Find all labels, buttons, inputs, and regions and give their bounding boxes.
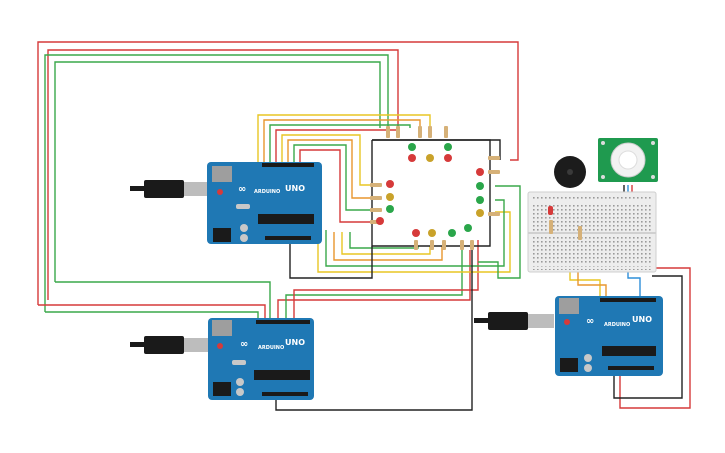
wire-red-bottom-3[interactable] xyxy=(277,250,471,322)
resistor[interactable] xyxy=(488,170,500,174)
usb-cable[interactable] xyxy=(130,336,210,354)
arduino-uno-board[interactable]: ∞ ARDUINO UNO xyxy=(555,296,663,376)
wire-black-power[interactable] xyxy=(613,275,683,399)
led-column-left xyxy=(370,180,394,225)
wire-green-outer-2[interactable] xyxy=(54,61,381,282)
usb-cable[interactable] xyxy=(130,180,208,198)
wire-orange-top-1[interactable] xyxy=(263,119,421,165)
resistor-top-row xyxy=(386,126,448,138)
resistor[interactable] xyxy=(396,126,400,138)
wire-red-power[interactable] xyxy=(619,267,691,409)
led-green[interactable] xyxy=(476,182,484,190)
wire-orange-lower-1[interactable] xyxy=(333,232,443,261)
piezo-buzzer-icon[interactable] xyxy=(554,156,586,188)
wire-yellow-lower-1[interactable] xyxy=(317,211,511,273)
led-row-bottom xyxy=(412,224,474,250)
wire-yellow-top-2[interactable] xyxy=(281,134,372,186)
resistor[interactable] xyxy=(370,208,382,212)
led-green[interactable] xyxy=(444,143,452,151)
led-green[interactable] xyxy=(464,224,472,232)
wire-red-bottom-loop[interactable] xyxy=(38,304,266,322)
resistor[interactable] xyxy=(370,196,382,200)
led-green[interactable] xyxy=(386,205,394,213)
resistor[interactable] xyxy=(430,240,434,250)
traffic-light-array xyxy=(370,126,500,250)
pir-motion-sensor-icon[interactable] xyxy=(598,138,658,182)
resistor[interactable] xyxy=(442,240,446,250)
arduino-model-label: UNO xyxy=(285,338,305,347)
led-yellow[interactable] xyxy=(386,193,394,201)
arduino-model-label: UNO xyxy=(285,184,305,193)
resistor[interactable] xyxy=(549,220,553,234)
led-green[interactable] xyxy=(476,196,484,204)
wire-red-top-1[interactable] xyxy=(275,129,400,165)
wire-green-bottom-2[interactable] xyxy=(55,281,271,322)
arduino-logo-symbol: ∞ xyxy=(240,339,248,350)
wire-green-right[interactable] xyxy=(478,185,521,279)
wire-black-bottom-ground[interactable] xyxy=(275,250,473,411)
led-green[interactable] xyxy=(448,229,456,237)
led-column-right xyxy=(476,156,500,217)
breadboard-icon[interactable] xyxy=(527,191,657,273)
wire-black-box-top[interactable] xyxy=(372,139,501,160)
led-red[interactable] xyxy=(548,206,553,215)
resistor[interactable] xyxy=(414,240,418,250)
wire-yellow-lower-2[interactable] xyxy=(341,232,431,255)
wire-red-bottom-5[interactable] xyxy=(293,240,479,322)
wire-red-outer[interactable] xyxy=(37,41,519,305)
led-row-top xyxy=(408,143,452,162)
arduino-brand-label: ARDUINO xyxy=(604,322,630,328)
wire-yellow-top-1[interactable] xyxy=(257,114,431,165)
led-red[interactable] xyxy=(408,154,416,162)
led-red[interactable] xyxy=(412,229,420,237)
arduino-brand-label: ARDUINO xyxy=(258,345,284,351)
resistor[interactable] xyxy=(370,183,382,187)
resistor[interactable] xyxy=(386,126,390,138)
resistor[interactable] xyxy=(418,126,422,138)
arduino-uno-board[interactable]: ∞ ARDUINO UNO xyxy=(208,318,314,400)
usb-cable[interactable] xyxy=(474,312,554,330)
wire-red-outer-2[interactable] xyxy=(47,49,399,300)
led-red[interactable] xyxy=(444,154,452,162)
wire-green-top-1[interactable] xyxy=(269,124,411,165)
resistor[interactable] xyxy=(578,226,582,240)
wire-green-outer[interactable] xyxy=(44,54,389,312)
wire-green-lower-1[interactable] xyxy=(325,199,505,267)
wire-orange-top-2[interactable] xyxy=(287,139,372,199)
resistor[interactable] xyxy=(428,126,432,138)
led-yellow[interactable] xyxy=(476,209,484,217)
led-green[interactable] xyxy=(408,143,416,151)
resistor[interactable] xyxy=(488,156,500,160)
led-yellow[interactable] xyxy=(426,154,434,162)
resistor[interactable] xyxy=(460,240,464,250)
arduino-brand-label: ARDUINO xyxy=(254,189,280,195)
wire-green-top-2[interactable] xyxy=(293,144,372,211)
resistor[interactable] xyxy=(488,212,500,216)
wire-green-bottom-4[interactable] xyxy=(285,250,463,322)
led-yellow[interactable] xyxy=(428,229,436,237)
arduino-uno-board[interactable]: ∞ ARDUINO UNO xyxy=(207,162,322,244)
led-red[interactable] xyxy=(386,180,394,188)
resistor[interactable] xyxy=(444,126,448,138)
resistor[interactable] xyxy=(470,240,474,250)
arduino-logo-symbol: ∞ xyxy=(238,184,246,195)
led-red[interactable] xyxy=(476,168,484,176)
wire-red-top-2[interactable] xyxy=(299,149,372,223)
arduino-logo-symbol: ∞ xyxy=(586,316,594,327)
led-red[interactable] xyxy=(376,217,384,225)
arduino-model-label: UNO xyxy=(632,315,652,324)
